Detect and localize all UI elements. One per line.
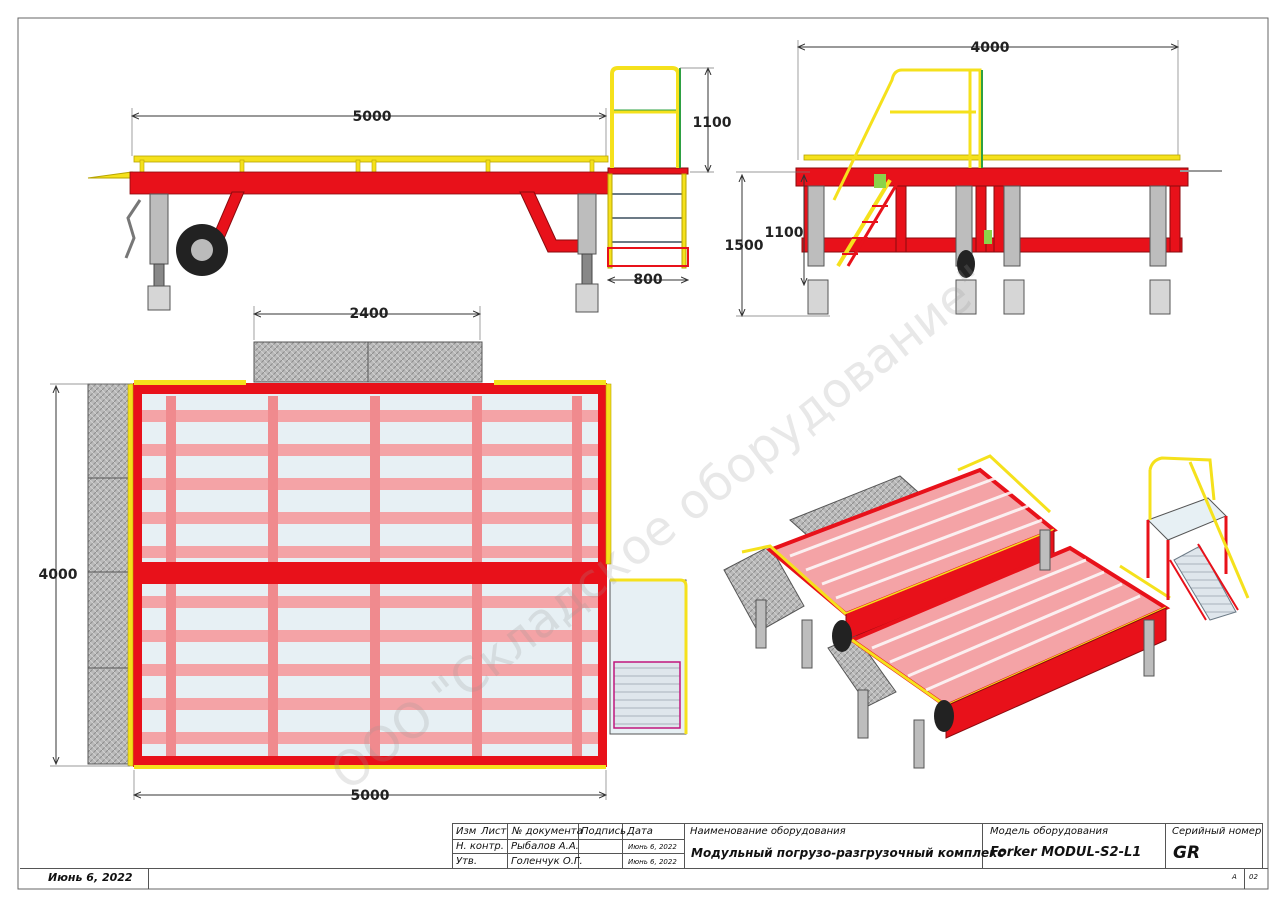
dim-front-rail-height: 1100 [765, 225, 804, 241]
header-change: Изм [456, 826, 477, 837]
header-sheet: Лист [481, 826, 507, 837]
row-date: Июнь 6, 2022 [628, 843, 677, 851]
equipment-name: Модульный погрузо-разгрузочный комплекс [691, 846, 1005, 860]
plan-view: 2400 4000 [39, 306, 688, 804]
dim-plan-width: 4000 [39, 567, 78, 583]
row-role: Н. контр. [456, 841, 504, 852]
isometric-view [723, 454, 1250, 769]
sheet-format: A [1232, 873, 1237, 881]
side-view: 5000 [87, 66, 732, 313]
equipment-model: Forker MODUL-S2-L1 [990, 845, 1142, 860]
row-name: Рыбалов А.А. [511, 841, 579, 852]
header-equipment-model: Модель оборудования [990, 826, 1109, 837]
row-role: Утв. [456, 856, 477, 867]
dim-stair-width: 800 [633, 272, 662, 288]
dim-front-width: 4000 [971, 40, 1010, 56]
header-signature: Подпись [581, 826, 626, 837]
dim-plan-ramp-width: 2400 [350, 306, 389, 322]
header-equipment-name: Наименование оборудования [690, 826, 846, 837]
header-doc-no: № документа [512, 826, 583, 837]
dim-front-total-height: 1500 [725, 238, 764, 254]
serial-no: GR [1173, 843, 1201, 863]
row-name: Голенчук О.Г. [511, 856, 583, 867]
front-view: 4000 [725, 40, 1222, 316]
dim-side-length: 5000 [353, 109, 392, 125]
header-date: Дата [627, 826, 653, 837]
footer-date: Июнь 6, 2022 [48, 871, 133, 884]
dim-side-rail-height: 1100 [693, 115, 732, 131]
sheet-number: 02 [1249, 873, 1258, 881]
dim-plan-length: 5000 [351, 788, 390, 804]
header-serial-no: Серийный номер [1172, 826, 1262, 837]
row-date: Июнь 6, 2022 [628, 858, 677, 866]
sheet-frame [17, 17, 1269, 890]
